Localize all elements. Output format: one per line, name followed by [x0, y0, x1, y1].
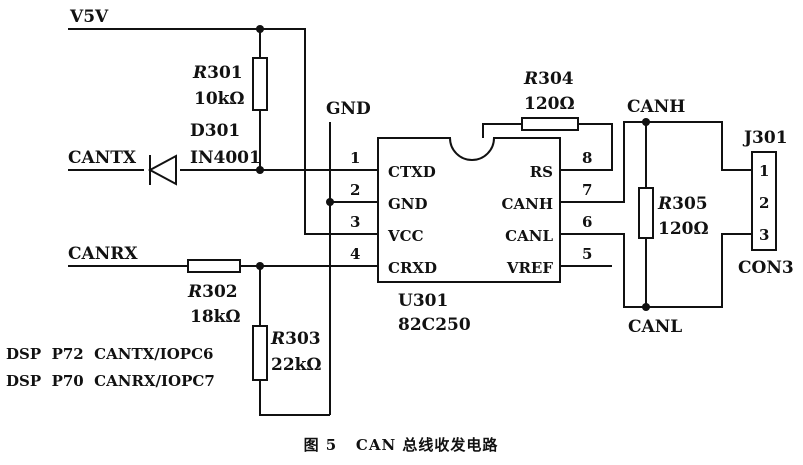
u301-pin-name: RS [530, 163, 553, 181]
u301-pin-number: 6 [582, 213, 592, 231]
wire-v5v-rail [68, 28, 378, 235]
junction-dot [256, 262, 264, 270]
wire-r303-bottom [259, 380, 330, 416]
r301-ref: R301 [192, 63, 243, 83]
resistor-r302 [187, 259, 241, 273]
d301-value: IN4001 [190, 148, 261, 168]
u301-pin-number: 1 [350, 149, 360, 167]
r304-ref: R304 [523, 69, 574, 89]
j301-value: CON3 [738, 258, 794, 278]
net-label-v5v: V5V [69, 7, 109, 27]
connector-j301 [751, 151, 777, 251]
resistor-r304 [521, 117, 579, 131]
diode-d301 [144, 154, 180, 186]
junction-dot [256, 25, 264, 33]
u301-pin-number: 3 [350, 213, 360, 231]
d301-ref: D301 [190, 121, 240, 141]
note-line: DSP P72 CANTX/IOPC6 [6, 345, 213, 363]
r305-ref: R305 [657, 194, 708, 214]
resistor-r301 [252, 57, 268, 111]
net-label-canrx: CANRX [68, 244, 138, 264]
ic-u301 [377, 137, 561, 283]
j301-ref: J301 [742, 128, 788, 148]
note-line: DSP P70 CANRX/IOPC7 [6, 372, 215, 390]
net-label-canh: CANH [627, 97, 685, 117]
r301-value: 10kΩ [194, 89, 245, 109]
figure-caption: 图 5 CAN 总线收发电路 [304, 436, 499, 454]
wire-rs [560, 123, 613, 171]
u301-pin-number: 5 [582, 245, 592, 263]
wire-canh [560, 121, 752, 203]
junction-dot [642, 118, 650, 126]
wire-r304-left [482, 123, 522, 138]
net-label-canl: CANL [628, 317, 682, 337]
net-label-gnd: GND [326, 99, 371, 119]
r302-ref: R302 [187, 282, 238, 302]
u301-pin-name: CRXD [388, 259, 437, 277]
wire-canl [560, 233, 752, 308]
r305-value: 120Ω [658, 219, 709, 239]
r303-ref: R303 [270, 329, 321, 349]
junction-dot [642, 303, 650, 311]
u301-pin-name: CANL [505, 227, 553, 245]
u301-pin-number: 7 [582, 181, 592, 199]
r303-value: 22kΩ [271, 355, 322, 375]
r302-value: 18kΩ [190, 307, 241, 327]
j301-pin-number: 2 [759, 194, 769, 212]
u301-pin-name: GND [388, 195, 428, 213]
u301-pin-number: 2 [350, 181, 360, 199]
u301-ref: U301 [398, 291, 448, 311]
resistor-r303 [252, 325, 268, 381]
u301-pin-number: 8 [582, 149, 592, 167]
r304-value: 120Ω [524, 94, 575, 114]
u301-pin-name: VCC [387, 227, 424, 245]
net-label-cantx: CANTX [68, 148, 137, 168]
junctions [256, 25, 650, 311]
j301-pin-number: 1 [759, 162, 769, 180]
u301-pin-number: 4 [350, 245, 360, 263]
junction-dot [326, 198, 334, 206]
j301-pin-number: 3 [759, 226, 769, 244]
junction-dot [256, 166, 264, 174]
u301-pin-name: CANH [502, 195, 553, 213]
u301-pin-name: VREF [506, 259, 554, 277]
resistor-r305 [638, 187, 654, 239]
u301-value: 82C250 [398, 315, 471, 335]
u301-pin-name: CTXD [388, 163, 436, 181]
